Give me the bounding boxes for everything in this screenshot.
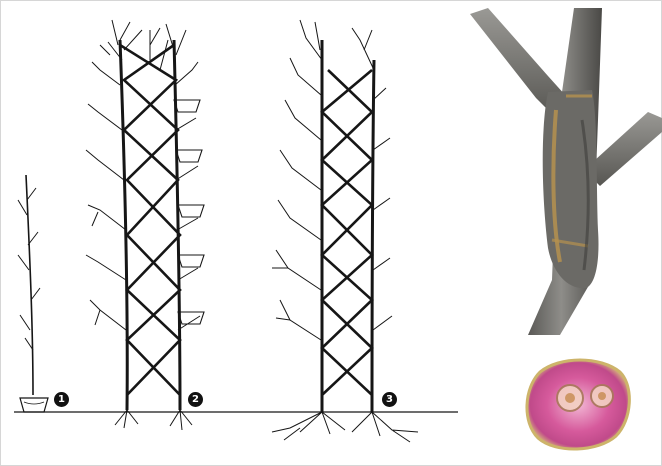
stem-cross-section-photo bbox=[0, 0, 662, 466]
figure-canvas: 1 2 3 bbox=[0, 0, 662, 466]
